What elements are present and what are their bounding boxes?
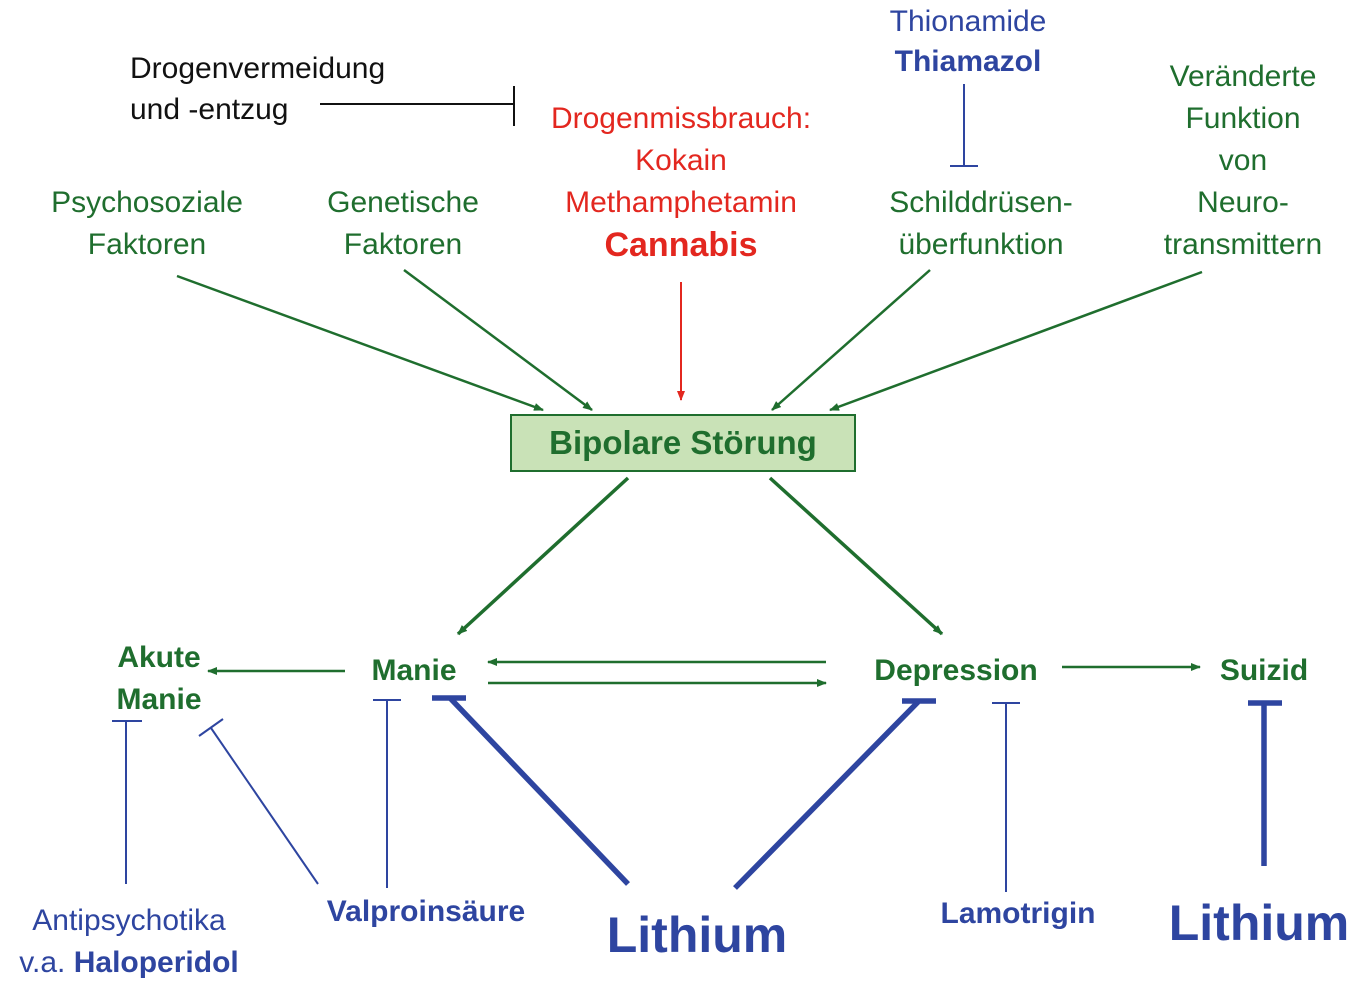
arrow-neuro-bipolar [829,270,1203,412]
psychosocial-label: Psychosoziale Faktoren [51,186,243,261]
depression-label: Depression [874,654,1038,687]
arrow-psychosocial-bipolar [176,274,544,412]
thiamazol-label: Thionamide Thiamazol [889,5,1047,78]
antipsychotics-label: Antipsychotika v.a. Haloperidol [19,904,239,979]
arrow-genetic-bipolar [403,268,593,412]
valproic-acid-label: Valproinsäure [326,895,526,928]
neurotransmitter-label: Veränderte Funktion von Neuro- transmitt… [1163,60,1323,261]
arrow-bipolar-depression [768,476,944,636]
lithium-main-label: Lithium [606,907,788,963]
drug-abuse-label: Drogenmissbrauch: Kokain Methamphetamin … [550,102,812,264]
arrow-thyroid-bipolar [771,269,931,411]
thyroid-label: Schilddrüsen- überfunktion [889,186,1073,261]
genetic-label: Genetische Faktoren [327,186,479,261]
lithium-suicide-label: Lithium [1168,895,1350,951]
inhibit-lithium-mania [448,696,630,886]
suicide-label: Suizid [1219,654,1309,687]
avoidance-label: Drogenvermeidung und -entzug [130,52,386,126]
acute-mania-label: Akute Manie [116,641,202,716]
lamotrigine-label: Lamotrigin [940,897,1096,930]
inhibit-lithium-depression [733,700,920,890]
mania-label: Manie [371,654,457,687]
bipolar-disorder-label: Bipolare Störung [549,424,817,461]
arrow-bipolar-mania [456,476,630,636]
bipolar-disorder-box: Bipolare Störung [510,414,856,472]
inhibit-valproic-acute [210,727,319,885]
